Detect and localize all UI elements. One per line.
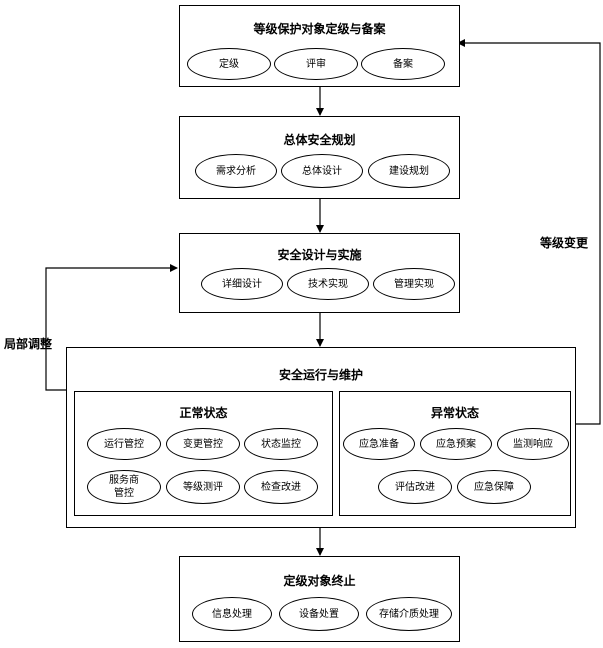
oval-provider-control-line2: 管控 (114, 488, 134, 499)
panel-abnormal-state: 异常状态 应急准备 应急预案 监测响应 评估改进 应急保障 (339, 391, 571, 516)
oval-status-monitoring: 状态监控 (244, 428, 318, 460)
oval-operation-control: 运行管控 (87, 428, 161, 460)
local-adjust-loop (45, 264, 178, 391)
box-title: 等级保护对象定级与备案 (253, 22, 386, 36)
oval-detailed-design: 详细设计 (201, 268, 283, 300)
oval-emergency-plan: 应急预案 (420, 428, 492, 460)
oval-inspection-improvement: 检查改进 (244, 470, 318, 504)
oval-change-control: 变更管控 (166, 428, 240, 460)
oval-technical-implementation: 技术实现 (287, 268, 369, 300)
box-overall-planning: 总体安全规划 需求分析 总体设计 建设规划 (179, 116, 460, 199)
box-title: 安全运行与维护 (278, 368, 363, 382)
oval-provider-control-line1: 服务商 (109, 475, 139, 486)
box-termination: 定级对象终止 信息处理 设备处置 存储介质处理 (179, 556, 460, 642)
box-operation-maintenance: 安全运行与维护 正常状态 运行管控 变更管控 状态监控 服务商 管控 等级测评 … (66, 347, 576, 528)
oval-grade-evaluation: 等级测评 (166, 470, 240, 504)
oval-emergency-preparation: 应急准备 (343, 428, 415, 460)
oval-emergency-support: 应急保障 (457, 470, 531, 504)
oval-management-implementation: 管理实现 (373, 268, 455, 300)
panel-normal-state: 正常状态 运行管控 变更管控 状态监控 服务商 管控 等级测评 检查改进 (74, 391, 333, 516)
oval-storage-media-handling: 存储介质处理 (366, 597, 452, 631)
oval-grading: 定级 (187, 48, 271, 80)
oval-assessment-improvement: 评估改进 (378, 470, 452, 504)
oval-construction-plan: 建设规划 (368, 154, 450, 188)
grade-change-loop (457, 39, 601, 425)
box-title: 安全设计与实施 (277, 248, 362, 262)
oval-overall-design: 总体设计 (281, 154, 363, 188)
box-design-implementation: 安全设计与实施 详细设计 技术实现 管理实现 (179, 233, 460, 313)
oval-equipment-disposal: 设备处置 (279, 597, 359, 631)
box-title: 总体安全规划 (283, 133, 356, 147)
panel-title: 正常状态 (179, 406, 228, 420)
oval-filing: 备案 (361, 48, 445, 80)
label-local-adjustment: 局部调整 (4, 337, 53, 351)
oval-provider-control: 服务商 管控 (87, 470, 161, 504)
oval-review: 评审 (274, 48, 358, 80)
label-grade-change: 等级变更 (540, 236, 589, 250)
oval-information-handling: 信息处理 (192, 597, 272, 631)
box-title: 定级对象终止 (283, 574, 356, 588)
oval-requirement-analysis: 需求分析 (195, 154, 277, 188)
box-grading-filing: 等级保护对象定级与备案 定级 评审 备案 (179, 5, 460, 87)
oval-monitoring-response: 监测响应 (497, 428, 569, 460)
panel-title: 异常状态 (430, 406, 479, 420)
